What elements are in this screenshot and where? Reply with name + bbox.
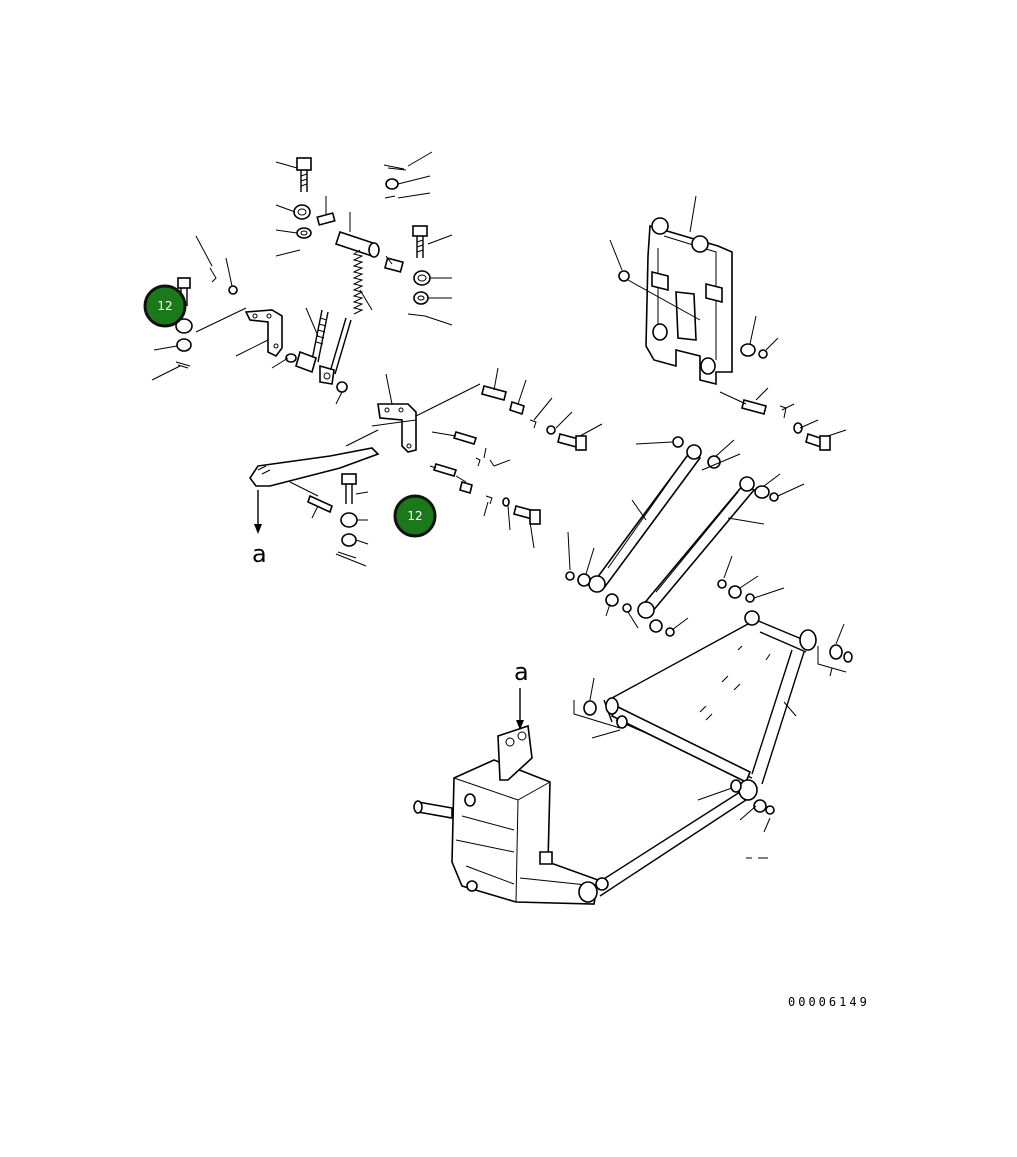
callout-badge-1[interactable]: 12	[143, 284, 187, 328]
washer-cyl-4	[622, 603, 632, 613]
nut-right-1	[413, 270, 431, 286]
washer-frame-2	[758, 349, 768, 359]
triangle-frame	[595, 610, 817, 897]
clip-mid	[529, 419, 537, 429]
callout-circle-2	[393, 494, 437, 538]
bolt-right-upper	[412, 225, 428, 258]
arrow-a-lower	[516, 688, 524, 730]
bushing-cyl-6	[728, 585, 742, 599]
middle-bellcrank-group	[249, 367, 603, 567]
clip-lower	[485, 495, 493, 505]
washer-lower	[502, 497, 510, 507]
bottom-assembly	[413, 610, 853, 905]
washer-cyl-1	[672, 436, 684, 448]
bolt-lower-mid	[513, 505, 541, 525]
washer-left-bracket	[285, 353, 297, 363]
upper-right-frame-group	[609, 195, 847, 451]
washer-frame-3	[793, 422, 803, 434]
bolt-frame	[805, 432, 831, 451]
cylinder-right	[637, 476, 756, 619]
leader-lines-bottom	[573, 623, 847, 859]
bushing-bottom-1	[583, 700, 597, 716]
washer-frame	[618, 270, 630, 282]
nut-upper-left-2	[296, 227, 312, 239]
nut-far-left	[175, 318, 193, 334]
bushing-cyl-4	[605, 593, 619, 607]
clevis-tube	[334, 230, 380, 258]
washer-cyl-2	[769, 492, 779, 502]
callout-badge-2[interactable]: 12	[393, 494, 437, 538]
washer-cyl-3	[565, 571, 575, 581]
left-plate-bracket	[244, 309, 283, 358]
washer-top	[384, 195, 396, 199]
small-nut-top	[385, 178, 399, 190]
bushing-bottom-3	[753, 799, 767, 813]
pin-upper-mid	[481, 385, 507, 401]
bushing-cyl-3	[577, 573, 591, 587]
mounting-frame	[645, 217, 733, 386]
washer-mid	[336, 381, 348, 393]
bolt-top-left	[296, 157, 312, 192]
long-lever	[249, 447, 380, 487]
leader-lines-upper-left	[151, 151, 453, 381]
nut-upper-left	[293, 204, 311, 220]
bushing-bottom-2	[829, 644, 843, 660]
spring-pin-left	[209, 267, 217, 283]
cotter-mid	[337, 551, 357, 559]
reference-letter-a-lower: a	[514, 658, 529, 686]
washer-cyl-6	[717, 579, 727, 589]
pin-mid-2	[432, 463, 458, 477]
nut-far-left-2	[176, 338, 192, 352]
bushing-cyl-5	[649, 619, 663, 633]
nut-right-2	[413, 291, 429, 305]
clip-mid-2	[475, 457, 481, 467]
bushing-frame	[740, 343, 756, 357]
bushing-cyl-2	[754, 485, 770, 499]
pin-mid-small	[489, 459, 495, 467]
callout-label-2: 12	[407, 509, 422, 523]
clip-frame	[779, 405, 787, 419]
pin-mid-1	[452, 431, 478, 445]
drawing-number: 00006149	[788, 995, 870, 1009]
washer-bottom-3	[765, 805, 775, 815]
callout-label-1: 12	[157, 299, 172, 313]
grease-fitting	[509, 400, 525, 416]
nut-mid	[340, 512, 358, 528]
leader-lines-middle	[289, 367, 603, 567]
reference-letter-a-upper: a	[252, 540, 267, 568]
washer-bottom-2	[843, 651, 853, 663]
leader-lines-cylinders	[567, 439, 805, 631]
cylinders-group	[565, 436, 805, 637]
fitting-lower	[459, 480, 473, 495]
cylinder-left	[588, 444, 702, 593]
base-bracket	[413, 724, 609, 905]
pin-frame	[741, 399, 767, 415]
bellcrank-plate	[377, 403, 417, 453]
washer-left	[228, 285, 238, 295]
nut-mid-2	[341, 533, 357, 547]
washer-cyl-7	[745, 593, 755, 603]
threaded-rod	[295, 309, 329, 374]
bolt-mid-right	[557, 433, 587, 451]
upper-left-linkage-group	[151, 151, 453, 385]
bushing-right	[383, 257, 405, 273]
callout-circle-1	[143, 284, 187, 328]
spring	[352, 249, 364, 315]
bolt-mid	[341, 473, 357, 504]
cotter-far-left	[175, 361, 191, 369]
washer-mid-2	[546, 425, 556, 435]
leader-lines-frame	[609, 195, 847, 437]
arrow-a-upper	[254, 490, 262, 534]
cotter-pin-top	[383, 164, 407, 171]
pin-mid-3	[307, 494, 333, 514]
pin-small	[316, 212, 336, 226]
long-rod	[319, 317, 352, 385]
